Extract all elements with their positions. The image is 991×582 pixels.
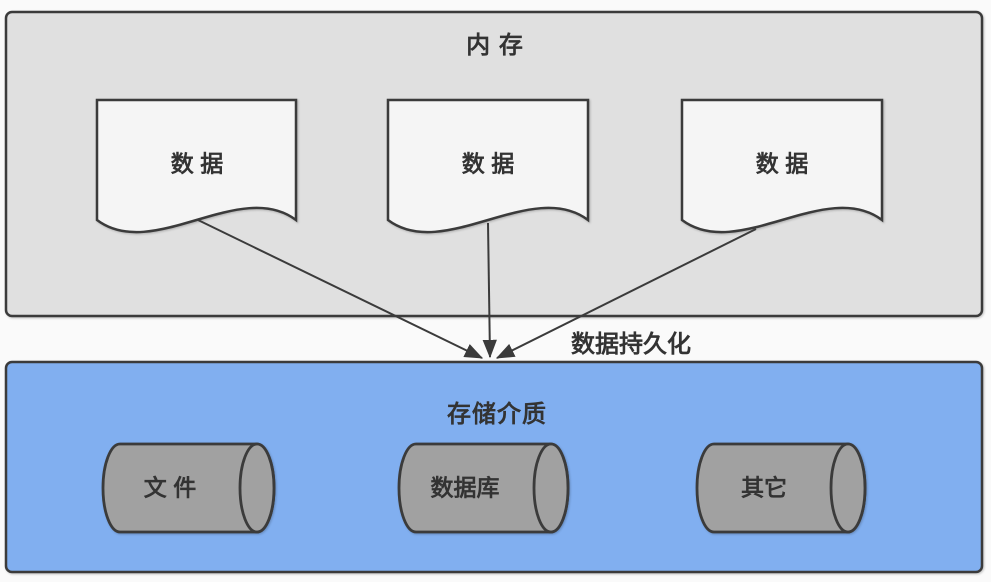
memory-box-title: 内 存	[466, 32, 524, 59]
document-label-2: 数 据	[461, 150, 515, 177]
cylinder-icon-file	[101, 442, 276, 534]
cylinder-icon-other	[695, 442, 867, 534]
arrow-from-document-2	[482, 222, 497, 359]
arrow-from-document-3	[495, 228, 757, 359]
persistence-arrow-label: 数据持久化	[571, 331, 691, 358]
document-icon-2	[386, 98, 590, 234]
document-icon-1	[95, 98, 298, 234]
persistence-arrows	[197, 219, 757, 359]
document-label-3: 数 据	[755, 150, 809, 177]
arrow-from-document-1	[197, 219, 484, 359]
cylinder-icon-database	[397, 442, 570, 534]
cylinder-label-file: 文 件	[143, 474, 197, 501]
cylinder-label-database: 数据库	[430, 474, 500, 501]
cylinder-label-other: 其它	[741, 474, 787, 501]
document-label-1: 数 据	[170, 150, 224, 177]
storage-box-title: 存储介质	[447, 401, 547, 428]
document-icon-3	[680, 98, 884, 234]
